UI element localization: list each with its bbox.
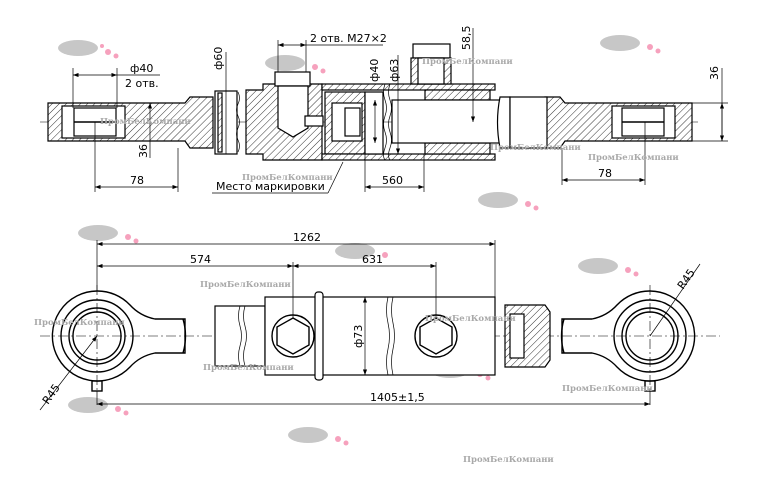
svg-text:ПромБелКомпани: ПромБелКомпани [425,314,516,324]
svg-text:ПромБелКомпани: ПромБелКомпани [463,455,554,465]
eye-offset-left-dim: 78 [130,174,144,187]
eye-bore-count-label: 2 отв. [125,77,159,90]
svg-text:ПромБелКомпани: ПромБелКомпани [100,117,191,127]
rod-diameter-dim: ф40 [368,59,381,82]
front-dimensions: 1262 574 631 1405±1,5 R45 R45 [39,231,701,411]
port-span-dim: 1262 [293,231,321,244]
section-dimensions: ф40 2 отв. 36 78 ф60 2 отв. М27×2 ф40 ф6… [72,26,728,194]
marking-location-note: Место маркировки [216,180,325,193]
svg-text:ПромБелКомпани: ПромБелКомпани [203,363,294,373]
eye-offset-right-dim: 78 [598,167,612,180]
section-view [40,43,700,161]
bore-diameter-dim: ф63 [388,59,401,82]
svg-text:ПромБелКомпани: ПромБелКомпани [422,57,513,67]
watermark-texts: ПромБелКомпани ПромБелКомпани ПромБелКом… [34,57,679,465]
eye-width-left-dim: 36 [137,144,150,158]
svg-text:ПромБелКомпани: ПромБелКомпани [200,280,291,290]
front-view: ф73 [40,285,720,405]
ports-thread-label: 2 отв. М27×2 [310,32,387,45]
eye-radius-right-dim: R45 [675,267,698,292]
gland-diameter-dim: ф60 [212,47,225,70]
svg-text:ПромБелКомпани: ПромБелКомпани [490,143,581,153]
port-height-dim: 58,5 [460,26,473,51]
eye-width-right-dim: 36 [708,66,721,80]
watermark-logos [58,35,661,446]
eye-bore-left-dim: ф40 [130,62,153,75]
svg-text:ПромБелКомпани: ПромБелКомпани [34,318,125,328]
overall-length-dim: 1405±1,5 [370,391,425,404]
body-diameter-dim: ф73 [352,325,365,348]
stroke-dim: 560 [382,174,403,187]
svg-text:ПромБелКомпани: ПромБелКомпани [588,153,679,163]
svg-text:ПромБелКомпани: ПромБелКомпани [242,173,333,183]
port-offset-dim: 574 [190,253,211,266]
svg-text:ПромБелКомпани: ПромБелКомпани [562,384,653,394]
port-spacing-dim: 631 [362,253,383,266]
